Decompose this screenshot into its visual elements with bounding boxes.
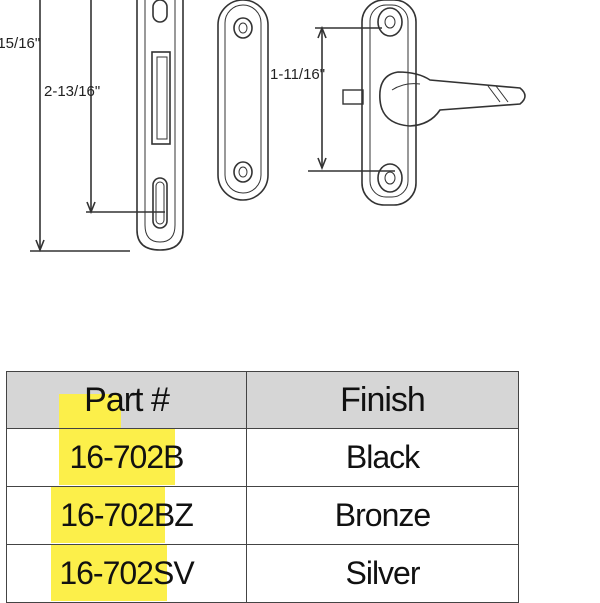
strike-bottom-hole: [152, 177, 168, 229]
backing-bottom-hole: [233, 161, 253, 183]
hardware-diagram: 3-15/16" 2-13/16" 1-11/16": [0, 0, 526, 253]
part-number-header: Part #: [6, 371, 247, 429]
handle-lever: [379, 71, 526, 127]
handle-bottom-hole: [377, 163, 403, 193]
finish-header: Finish: [246, 371, 519, 429]
hole-spacing-arrow: [86, 201, 96, 215]
overall-height-label: 3-15/16": [0, 35, 40, 52]
finish-cell: Bronze: [246, 486, 519, 545]
hole-spacing-label: 2-13/16": [44, 83, 100, 100]
strike-top-hole: [152, 0, 168, 23]
table-row: 16-702BZ Bronze: [6, 486, 519, 545]
table-row: 16-702B Black: [6, 428, 519, 487]
handle-hole-spacing-label: 1-11/16": [270, 66, 325, 83]
table-row: 16-702SV Silver: [6, 544, 519, 603]
backing-plate: [217, 0, 269, 201]
backing-top-hole: [233, 17, 253, 39]
part-number-cell: 16-702BZ: [6, 486, 247, 545]
part-number-cell: 16-702SV: [6, 544, 247, 603]
handle-spindle: [342, 89, 364, 105]
overall-height-arrow: [35, 239, 45, 253]
finish-cell: Black: [246, 428, 519, 487]
strike-plate: [136, 0, 184, 251]
part-number-cell: 16-702B: [6, 428, 247, 487]
handle-top-hole: [377, 7, 403, 37]
strike-slot: [151, 51, 171, 145]
sash-lock-handle: [342, 0, 526, 206]
parts-table: Part # Finish 16-702B Black 16-702BZ Bro…: [6, 371, 519, 603]
finish-cell: Silver: [246, 544, 519, 603]
table-header-row: Part # Finish: [6, 371, 519, 429]
